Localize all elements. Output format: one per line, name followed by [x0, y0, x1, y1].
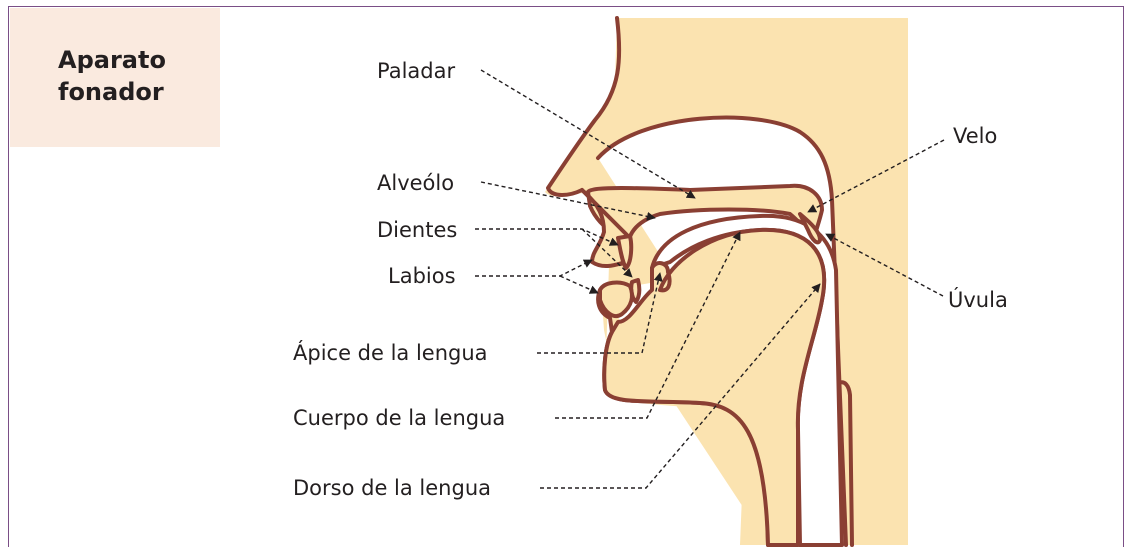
lower-lip — [600, 283, 632, 317]
label-uvula: Úvula — [948, 287, 1008, 312]
leader-labios-2 — [560, 276, 598, 293]
label-apice: Ápice de la lengua — [293, 340, 488, 365]
label-velo: Velo — [953, 124, 997, 148]
label-paladar: Paladar — [377, 59, 455, 83]
label-labios: Labios — [388, 264, 456, 288]
leader-dientes — [475, 229, 618, 245]
label-dientes: Dientes — [377, 218, 457, 242]
label-dorso: Dorso de la lengua — [293, 476, 491, 500]
leader-labios — [475, 260, 592, 276]
label-cuerpo: Cuerpo de la lengua — [293, 406, 505, 430]
label-alveolo: Alveólo — [377, 171, 454, 195]
